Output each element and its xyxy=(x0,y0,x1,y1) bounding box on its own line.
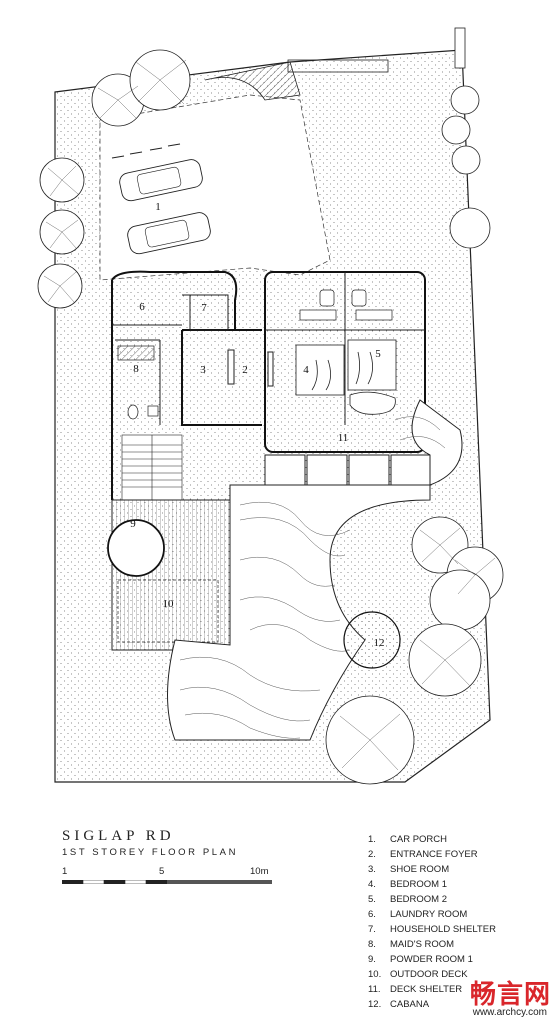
watermark: 畅言网 www.archcy.com xyxy=(431,974,551,1018)
parking-stops xyxy=(111,143,181,159)
room-number-4: 4 xyxy=(303,364,309,376)
room-number-6: 6 xyxy=(139,301,145,313)
legend-item: 9.POWDER ROOM 1 xyxy=(368,954,473,965)
scale-bar: 1 5 10m xyxy=(62,866,282,896)
room-number-9: 9 xyxy=(130,518,136,530)
watermark-logo: 畅言网 xyxy=(469,980,551,1010)
legend-item: 3.SHOE ROOM xyxy=(368,864,450,875)
scale-tick-10m: 10m xyxy=(250,866,269,877)
deck-inner xyxy=(117,579,219,643)
staircase xyxy=(121,434,183,501)
legend-item: 4.BEDROOM 1 xyxy=(368,879,448,890)
legend-item: 6.LAUNDRY ROOM xyxy=(368,909,468,920)
powder-room xyxy=(107,519,165,577)
car-2 xyxy=(127,212,211,255)
legend-item: 1.CAR PORCH xyxy=(368,834,448,845)
tree-branches-right xyxy=(339,527,496,771)
legend-item: 10.OUTDOOR DECK xyxy=(368,969,468,980)
tree-branches-left xyxy=(43,59,187,303)
watermark-url: www.archcy.com xyxy=(472,1007,547,1018)
plan-name: 1ST STOREY FLOOR PLAN xyxy=(62,847,239,858)
partitions xyxy=(112,272,425,425)
bed-1 xyxy=(295,344,345,396)
legend-item: 5.BEDROOM 2 xyxy=(368,894,448,905)
site-name: SIGLAP RD xyxy=(62,828,175,844)
floor-plan-drawing: 1 2 3 4 5 6 7 8 9 10 11 12 xyxy=(37,27,504,785)
room-number-1: 1 xyxy=(155,201,161,213)
title-block: SIGLAP RD 1ST STOREY FLOOR PLAN xyxy=(62,828,302,858)
room-number-2: 2 xyxy=(242,364,248,376)
room-number-11: 11 xyxy=(338,432,349,444)
room-number-3: 3 xyxy=(200,364,206,376)
legend-item: 7.HOUSEHOLD SHELTER xyxy=(368,924,496,935)
room-legend: 1.CAR PORCH 2.ENTRANCE FOYER 3.SHOE ROOM… xyxy=(368,832,553,1012)
room-number-8: 8 xyxy=(133,363,139,375)
car-1 xyxy=(119,159,203,202)
room-number-10: 10 xyxy=(163,598,175,610)
room-number-7: 7 xyxy=(201,302,207,314)
scale-bar-graphic xyxy=(62,880,272,884)
legend-item: 12.CABANA xyxy=(368,999,430,1010)
entry-ramp xyxy=(204,61,301,101)
water-lines xyxy=(179,416,446,739)
legend-item: 11.DECK SHELTER xyxy=(368,984,463,995)
cabana xyxy=(343,611,401,669)
legend-item: 2.ENTRANCE FOYER xyxy=(368,849,478,860)
legend-item: 8.MAID'S ROOM xyxy=(368,939,455,950)
pool-garden xyxy=(167,399,463,741)
scale-tick-1: 1 xyxy=(62,866,68,877)
room-number-5: 5 xyxy=(375,348,381,360)
gate xyxy=(287,59,389,73)
fixtures xyxy=(117,289,393,420)
bed-2 xyxy=(347,339,397,415)
side-gate xyxy=(454,27,466,69)
scale-tick-5: 5 xyxy=(159,866,165,877)
room-number-12: 12 xyxy=(374,637,385,649)
room-number-labels: 1 2 3 4 5 6 7 8 9 10 11 12 xyxy=(130,201,384,649)
